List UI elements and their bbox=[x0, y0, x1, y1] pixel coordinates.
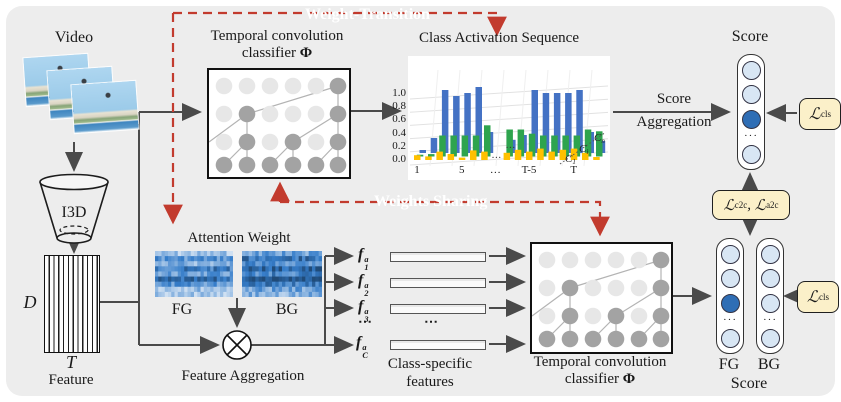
classifier1-node-graph bbox=[208, 77, 347, 174]
temporal-conv-classifier-1 bbox=[207, 68, 351, 179]
dash-weights-sharing-right bbox=[280, 200, 610, 237]
svg-text:T-5: T-5 bbox=[522, 164, 537, 176]
score-aggregation-label: Score Aggregation bbox=[636, 91, 712, 130]
score-bottom-title: Score bbox=[730, 375, 768, 392]
i3d-funnel-icon bbox=[39, 173, 109, 244]
weight-transition-badge: Weight-Transition bbox=[305, 6, 431, 23]
feature-aggregation-label: Feature Aggregation bbox=[181, 368, 305, 384]
feature-bar-C bbox=[390, 340, 486, 350]
class-specific-label-line1: Class-specific bbox=[387, 356, 473, 372]
video-frame-3 bbox=[71, 80, 139, 134]
score-cell bbox=[741, 60, 761, 80]
cas-y-tick: 0.6 bbox=[392, 113, 406, 126]
score-cell bbox=[741, 85, 761, 104]
cas-y-tick: 0.0 bbox=[392, 153, 406, 165]
score-ellipsis: ··· bbox=[723, 314, 737, 326]
video-label: Video bbox=[54, 29, 94, 46]
classifier1-title-line1: Temporal convolution bbox=[210, 28, 344, 44]
cas-y-tick: 0.2 bbox=[392, 139, 406, 152]
score-fg-label: FG bbox=[718, 356, 740, 373]
score-ellipsis: ··· bbox=[763, 314, 777, 326]
multiply-otimes-icon bbox=[222, 330, 252, 360]
feature-bar-3 bbox=[390, 304, 486, 314]
score-cell bbox=[760, 244, 780, 264]
attention-weight-title: Attention Weight bbox=[187, 230, 291, 246]
feature-bars-ellipsis: ⋯ bbox=[424, 315, 440, 330]
cas-y-tick: 0.8 bbox=[392, 100, 406, 113]
feature-matrix bbox=[44, 255, 100, 353]
feature-label: Feature bbox=[48, 372, 94, 388]
score-cell bbox=[760, 328, 780, 348]
svg-text:…: … bbox=[505, 140, 515, 151]
classifier1-title-line2: classifier Φ bbox=[241, 45, 313, 61]
classifier2-node-graph bbox=[531, 251, 670, 348]
svg-text:Ci: Ci bbox=[579, 143, 588, 156]
classifier2-title-line1: Temporal convolution bbox=[533, 354, 667, 370]
phi-symbol-bottom: Φ bbox=[622, 371, 636, 387]
cas-y-tick: 1.0 bbox=[392, 87, 406, 99]
score-bg-label: BG bbox=[757, 356, 781, 373]
score-column-fg: ··· bbox=[716, 238, 744, 354]
feature-dim-t: T bbox=[65, 352, 77, 372]
classifier2-title-line2: classifier Φ bbox=[564, 371, 636, 387]
svg-text:5: 5 bbox=[459, 164, 465, 176]
feature-rows-ellipsis: ⋯ bbox=[358, 315, 374, 330]
score-cell bbox=[720, 328, 740, 348]
i3d-label: I3D bbox=[61, 204, 87, 221]
svg-text:C1: C1 bbox=[565, 153, 576, 166]
svg-text:…: … bbox=[491, 150, 501, 161]
svg-text:Cn: Cn bbox=[594, 132, 605, 145]
attention-heatmap-fg bbox=[155, 251, 233, 297]
score-cell bbox=[720, 244, 740, 264]
svg-text:T: T bbox=[570, 164, 577, 176]
attention-bg-label: BG bbox=[275, 301, 299, 318]
score-ellipsis: ··· bbox=[744, 130, 758, 142]
score-cell bbox=[741, 144, 761, 164]
score-cell bbox=[760, 269, 780, 288]
weights-sharing-badge: Weights Sharing bbox=[374, 193, 488, 210]
feature-bar-1 bbox=[390, 252, 486, 262]
feature-dim-d: D bbox=[23, 292, 37, 312]
attention-fg-label: FG bbox=[171, 301, 193, 318]
svg-text:1: 1 bbox=[414, 164, 420, 176]
phi-symbol-top: Φ bbox=[299, 45, 313, 61]
cas-chart-title: Class Activation Sequence bbox=[419, 30, 579, 46]
cas-y-tick: 0.4 bbox=[392, 126, 406, 139]
score-column-bg: ··· bbox=[756, 238, 784, 354]
attention-heatmap-bg bbox=[242, 251, 322, 297]
class-specific-label-line2: features bbox=[406, 374, 454, 390]
score-cell bbox=[720, 269, 740, 288]
score-top-title: Score bbox=[731, 28, 769, 45]
feature-bar-2 bbox=[390, 278, 486, 288]
score-cell bbox=[760, 293, 780, 313]
svg-text:…: … bbox=[490, 164, 501, 176]
temporal-conv-classifier-2 bbox=[530, 242, 673, 354]
score-cell-active bbox=[720, 293, 740, 313]
score-column-aggregated: ··· bbox=[737, 54, 765, 170]
dash-weight-transition-right bbox=[173, 11, 507, 37]
score-cell-active bbox=[741, 109, 761, 129]
